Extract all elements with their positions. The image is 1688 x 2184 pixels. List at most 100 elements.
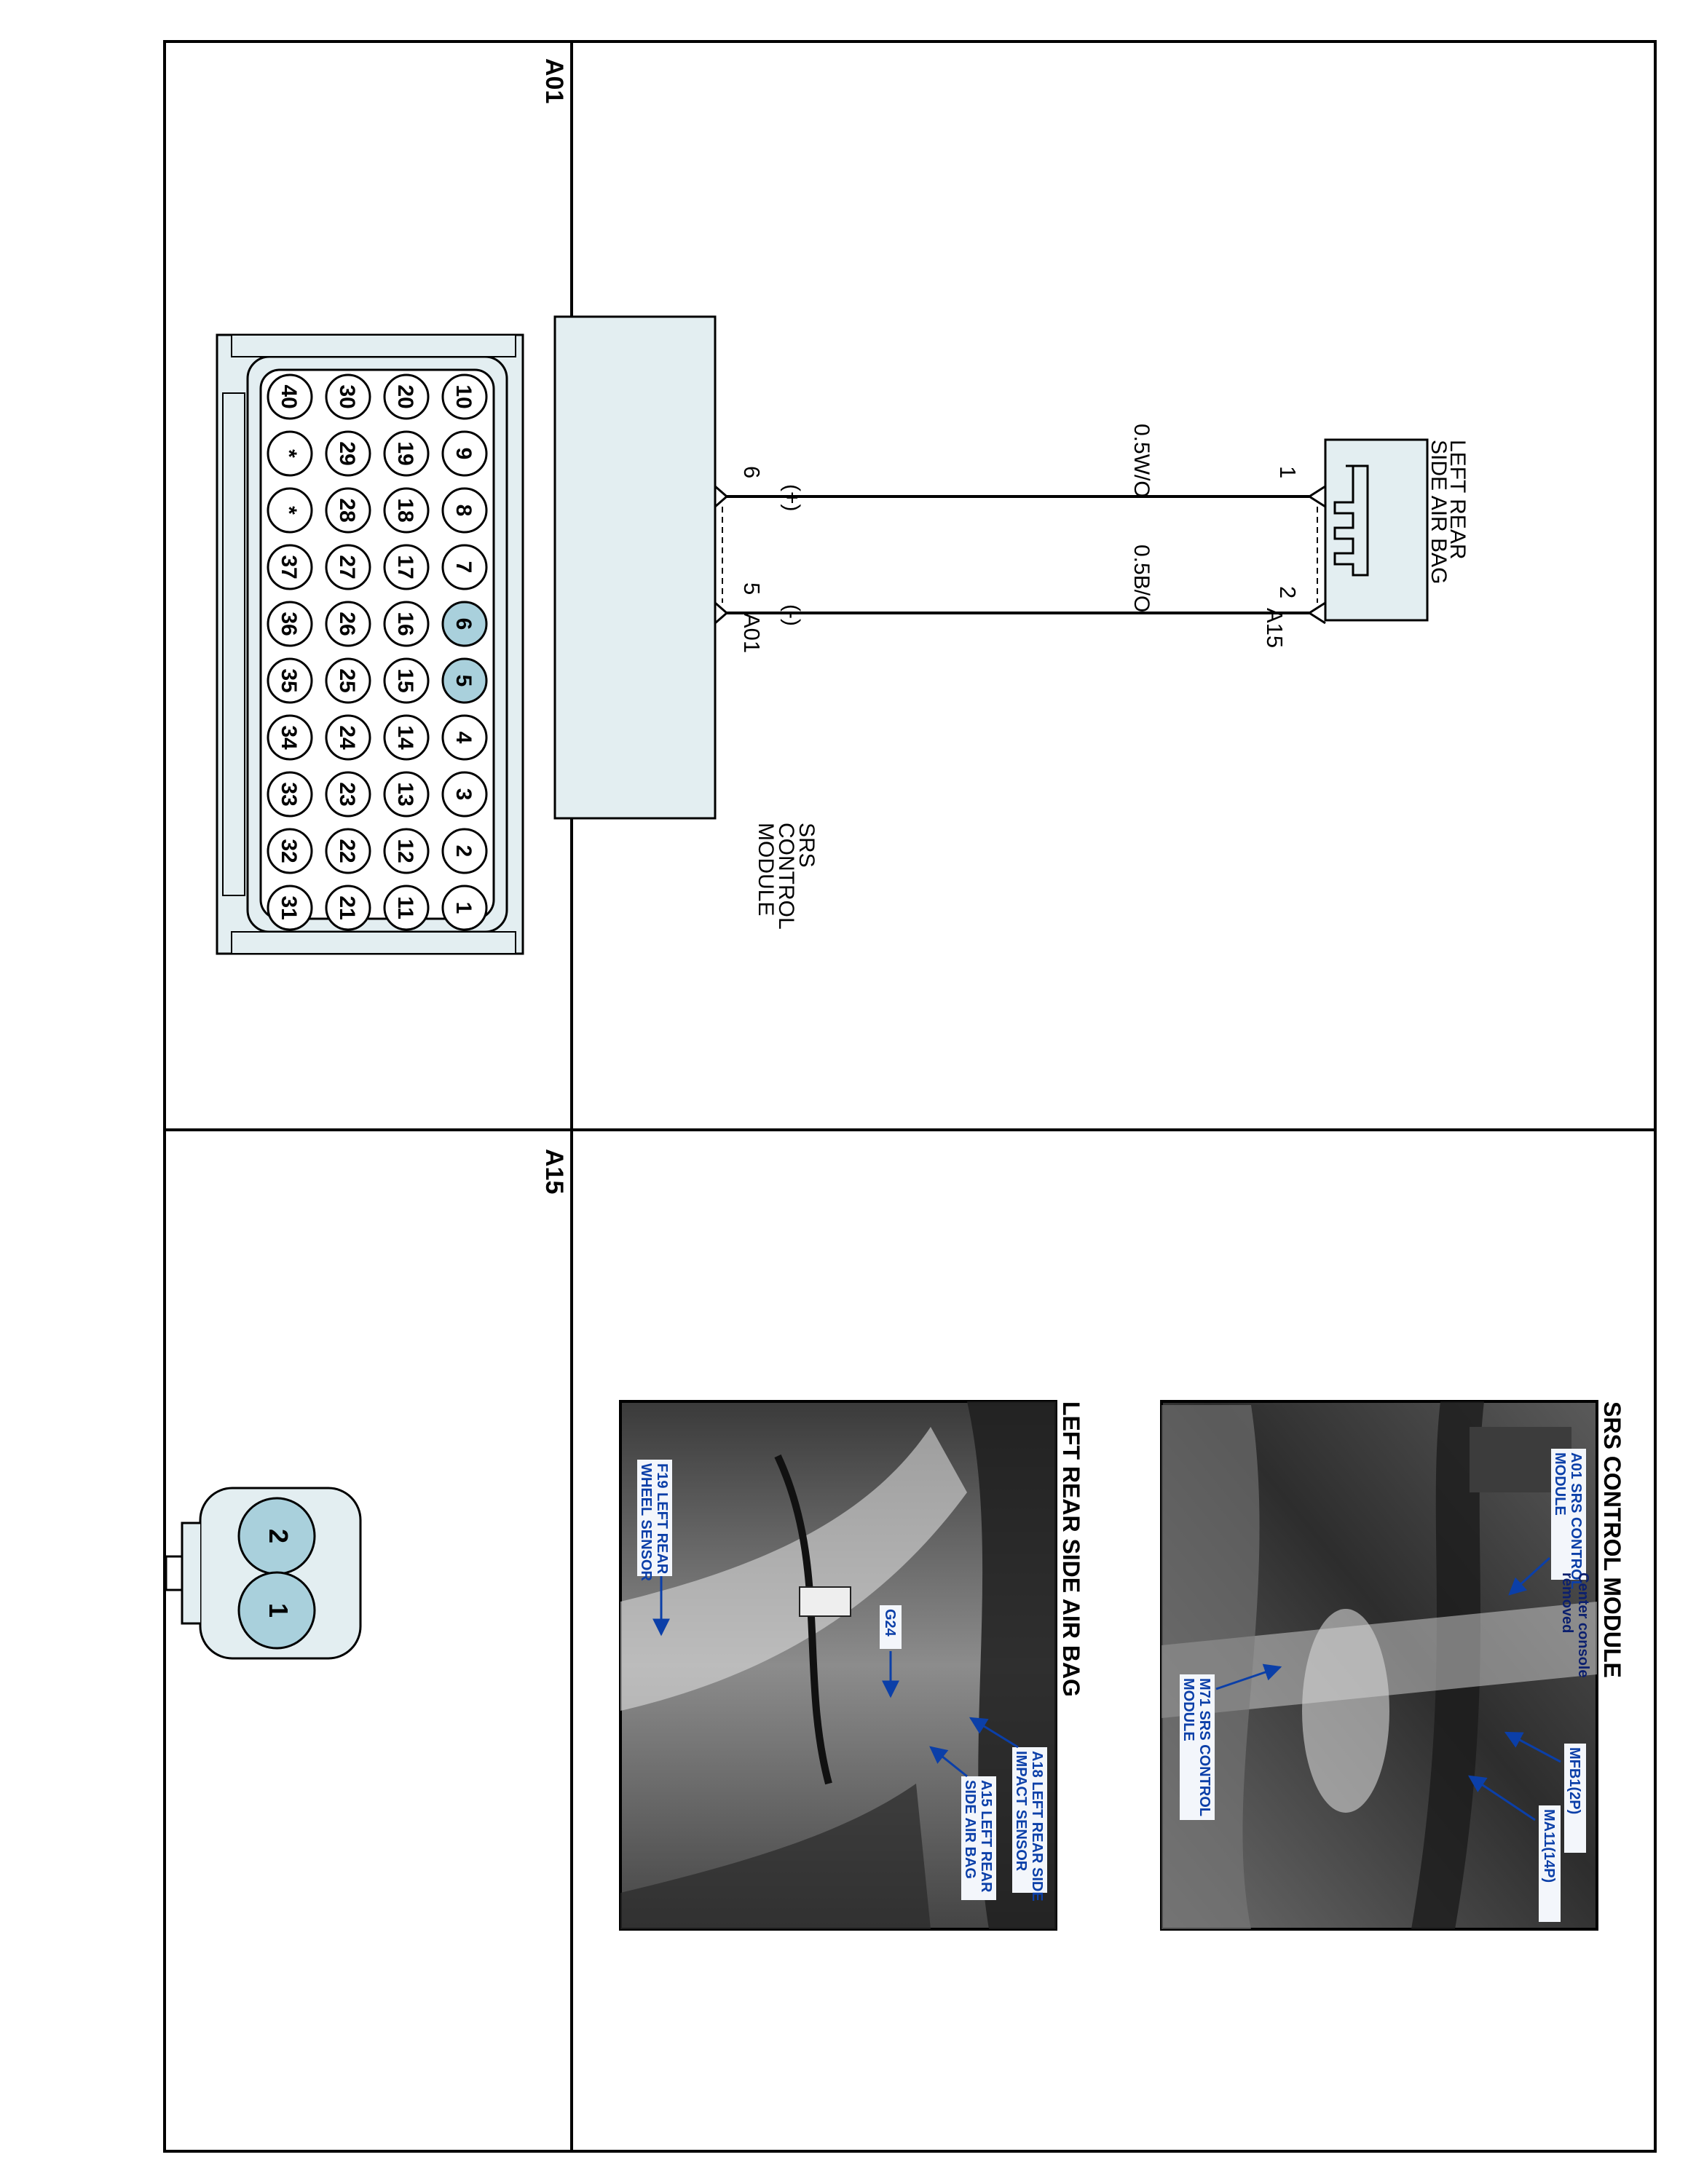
callout-console-line1: Center console [1575,1572,1591,1677]
a01-pin [441,487,488,534]
a15-connector-face: 2 1 [165,1487,362,1660]
callout-g24: G24 [882,1609,898,1637]
airbag-connector-id: A15 [1262,608,1287,648]
a01-pin-label: 36 [277,612,301,636]
a01-pin-label: 20 [393,384,417,408]
callout-mfb1: MFB1(2P) [1566,1747,1582,1814]
a01-pin [267,601,313,647]
a01-pin [383,601,430,647]
a01-pin-label: 11 [393,896,417,919]
callout-f19-line1: F19 LEFT REAR [654,1463,670,1575]
a01-pin [383,657,430,704]
a15-pin-1-label: 1 [264,1603,293,1618]
airbag-terminal-1 [1307,485,1326,508]
a01-pin [267,714,313,761]
a01-pin-label: 30 [335,384,359,408]
a01-pin [325,657,371,704]
a01-side-rail-left [231,334,516,357]
a01-pin [267,771,313,818]
airbag-pin-1: 1 [1275,466,1301,478]
outer-frame [163,40,1657,2153]
airbag-pin-2: 2 [1275,586,1301,598]
callout-console-line2: removed [1559,1572,1575,1633]
a01-pin [441,885,488,931]
a01-pin-label: 10 [451,384,476,408]
a01-pin [383,487,430,534]
a01-pin-label: 32 [277,839,301,863]
wire2-label: 0.5B/O [1129,545,1153,612]
module-pin-5-polarity: (-) [780,604,804,626]
callout-f19-line2: WHEEL SENSOR [638,1463,654,1581]
a01-pin-label: 15 [393,668,417,692]
a01-pin [383,714,430,761]
photo-srs-control-module: SRS CONTROL MODULE A01 SRS CONTROL MODUL… [1160,1400,1625,1931]
a01-pin-label: 8 [451,505,476,517]
callout-ma11: MA11(14P) [1541,1809,1557,1883]
module-name-line3: MODULE [754,823,778,916]
module-name-line1: SRS [794,823,819,868]
a01-pin-label: 3 [451,788,476,801]
a01-pin-label: 24 [335,725,359,750]
a15-latch [181,1522,200,1625]
a01-pin [325,885,371,931]
a01-pin-label: 19 [393,441,417,465]
a01-pin-label: 4 [451,732,476,744]
a01-pin [267,885,313,931]
a01-pin-label: 5 [451,675,476,687]
module-pin-6: 6 [739,466,765,478]
airbag-name-line2: SIDE AIR BAG [1427,440,1451,584]
srs-photo-title: SRS CONTROL MODULE [1599,1401,1625,1678]
callout-a01-line2: MODULE [1552,1452,1568,1516]
a01-pin [383,373,430,420]
a01-pin [441,373,488,420]
a01-pin-field [259,368,495,920]
a01-connector-face: 1098765432120191817161514131211302928272… [216,333,524,955]
a01-pin-grid: 1098765432120191817161514131211302928272… [267,373,488,931]
a01-pin-label: 16 [393,612,417,636]
a01-pin [441,771,488,818]
a01-pin-label: 22 [335,839,359,863]
cell-label-a15: A15 [540,1149,568,1194]
a01-pin-label: 34 [277,725,301,750]
a01-pin [441,430,488,477]
a01-pin-label: 31 [277,895,301,919]
module-connector-id: A01 [739,613,765,653]
a01-pin [441,601,488,647]
callout-a18-line1: A18 LEFT REAR SIDE [1029,1751,1045,1902]
airbag-terminal-2 [1307,601,1326,625]
a01-pin-label: 23 [335,782,359,806]
module-pin-5: 5 [739,582,765,595]
a01-pin [325,601,371,647]
cell-label-a01: A01 [540,58,568,103]
a01-pin [325,487,371,534]
callout-a18-line2: IMPACT SENSOR [1013,1751,1029,1872]
a01-pin-label: 13 [393,782,417,806]
a01-pin [267,373,313,420]
a01-side-rail-right [231,931,516,954]
a01-pin [267,828,313,874]
a01-pin [325,373,371,420]
a01-pin-label: 27 [335,555,359,579]
a01-pin [325,714,371,761]
a01-pin-label: 14 [393,725,417,750]
a01-pin-label: 29 [335,441,359,465]
module-pin-6-polarity: (+) [780,484,804,512]
a01-pin-label: 9 [451,448,476,460]
a01-pin [441,544,488,590]
callout-m71-line1: M71 SRS CONTROL [1196,1678,1212,1816]
srs-module-box [553,315,717,820]
a01-pin [441,657,488,704]
a01-pin-label: 37 [277,555,301,579]
module-terminal-5 [714,601,729,625]
a01-pin [267,487,313,534]
callout-a01-line1: A01 SRS CONTROL [1568,1452,1584,1589]
a01-pin-label: 18 [393,498,417,522]
a01-pin [441,828,488,874]
a01-pin [325,828,371,874]
module-terminal-6 [714,485,729,508]
a01-pin [267,657,313,704]
a01-pin [383,544,430,590]
a01-pin [325,771,371,818]
a01-pin-label: * [277,506,301,515]
